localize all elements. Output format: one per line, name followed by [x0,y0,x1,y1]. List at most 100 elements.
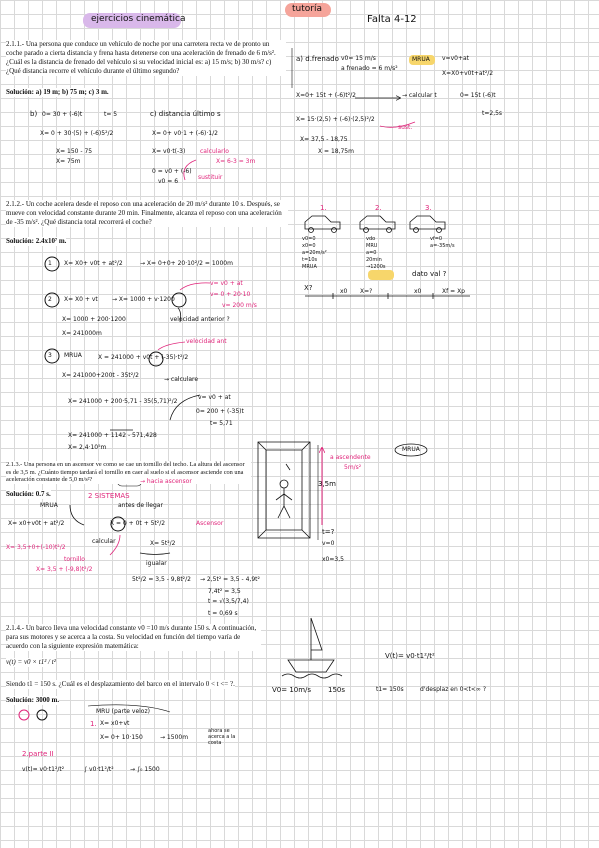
note-p3-mrua2: MRUA [402,446,420,453]
note-p4-t150: 150s [328,686,346,694]
note-step2b: → X= 1000 + v·1200 [112,296,175,303]
note-p3-eq5: 7,4t² = 3,5 [208,588,241,595]
s1200-highlight [368,270,394,280]
note-p2-n1: 1. [320,204,327,212]
note-c-label: c) distancia último s [150,110,221,118]
note-p4-part1: 1. [90,720,97,728]
problem2-solution: Solución: 2.4x10⁷ m. [6,237,67,246]
note-p3-arrow2: 5m/s² [344,464,362,471]
note-p4-mru2: X= 0+ 10·150 [100,734,143,741]
note-step3f: v= v0 + at [198,394,231,401]
note-step3: MRUA [64,352,82,359]
note-b-res: X= 75m [56,158,81,165]
problem3-statement: 2.1.3.- Una persona en un ascensor ve co… [6,461,251,484]
note-p3-eq1: X= x0+v0t + at²/2 [8,520,65,527]
note-p4-t1: t1= 150s [376,686,404,693]
note-p2-x0b: x0 [414,288,422,295]
note-a-acc: a frenado = 6 m/s² [341,65,398,72]
note-p4-mru4: ahora se acerca a la costa [208,728,236,746]
note-a-sub: X= 15·(2,5) + (-6)·(2,5)²/2 [296,116,375,123]
note-c-eq3: 0 = v0 + (-6) [152,168,192,175]
note-b-t: t= 5 [104,111,118,118]
note-b-num: X= 150 - 75 [56,148,93,155]
note-a-num: X= 37,5 - 18,75 [300,136,348,143]
note-p3-eq4: → 2,5t² = 3,5 - 4,9t² [200,576,260,583]
note-step3i: X= 241000 + 200·5,71 - 35(5,71)²/2 [68,398,178,405]
note-p2-xq2: X=? [360,288,373,295]
note-p4-mru3: → 1500m [160,734,189,741]
note-p3-tornillo: tornillo [64,556,85,563]
step3-circle-label: 3 [48,352,52,359]
note-p3-label: 2 SISTEMAS [88,492,130,500]
note-step2h: X= 241000m [62,330,102,337]
note-a-subnote: sust. [398,124,413,131]
note-b-label: b) [30,110,38,118]
note-p2-x0: x0 [340,288,348,295]
note-p3-asc: Ascensor [196,520,224,527]
note-step2f: velocidad anterior ? [170,316,230,323]
note-p3-x0: x0=3,5 [322,556,344,563]
note-p3-height: 3,5m [318,480,336,488]
note-step2e: v= 200 m/s [222,302,257,309]
note-step3c: velocidad ant [186,338,227,345]
note-p3-mrua: MRUA [40,502,58,509]
note-step3e: → calculare [164,376,199,383]
note-a-vel: v=v0+at [442,55,470,62]
note-a-tres: t=2,5s [482,110,503,117]
note-p3-eq6: t = √(3,5/7,4) [208,598,249,605]
car-icon-1 [304,215,341,233]
note-c-eq1: X= 0+ v0·1 + (-6)·1/2 [152,130,218,137]
note-a-eq: X=0+ 15t + (-6)t²/2 [296,92,356,99]
car-icon-2 [359,215,396,233]
note-c-eq2: X= v0·t(-3) [152,148,186,155]
note-p4-part2: 2.parte II [22,750,54,758]
problem1-solution: Solución: a) 19 m; b) 75 m; c) 3 m. [6,88,109,97]
note-p2-xf: Xf = Xp [442,288,465,295]
note-step2g: X= 1000 + 200·1200 [62,316,126,323]
note-step1b: → X= 0+0+ 20·10²/2 = 1000m [140,260,233,267]
elevator-drawing [257,441,311,539]
title-highlight [83,13,181,28]
tutoria-tag: tutoría [292,4,322,14]
problem4-statement: 2.1.4.- Un barco lleva una velocidad con… [6,624,261,651]
note-p3-calc: calcular [92,538,116,545]
note-b-eq: 0= 30 + (-6)t [42,111,83,118]
problem4-formula: v(t) = v0 × t1² / t² [6,658,56,667]
note-c-note: sustituir [198,174,223,181]
note-p4-desp: d'desplaz en 0<t<∞ ? [420,686,487,693]
car-icon-3 [409,215,446,233]
step1-circle-label: 1 [48,260,52,267]
note-a-res: X = 18,75m [318,148,354,155]
problem4-solution: Solución: 3000 m. [6,696,60,705]
note-p2-xq: X? [304,284,313,292]
mrua-highlight [409,55,435,65]
note-step2c: v= v0 + at [210,280,243,287]
note-a-teq: 0= 15t (-6)t [460,92,496,99]
note-p4-mru: MRU (parte veloz) [96,708,150,715]
note-b-sub: X= 0 + 30·(5) + (-6)5²/2 [40,130,114,137]
note-p2-dato: dato val ? [412,270,447,278]
note-p3-left2: X= 3,5 + (-9,8)t²/2 [36,566,93,573]
step2-circle-label: 2 [48,296,52,303]
note-a-mrua: MRUA [412,56,430,63]
note-step3g: 0= 200 + (-35)t [196,408,244,415]
note-p3-hasc: → hacia ascensor [140,478,192,485]
problem3-solution: Solución: 0.7 s. [6,490,51,499]
note-step2: X= X0 + vt [64,296,98,303]
tag-highlight [285,3,331,17]
note-p2-n3: 3. [425,204,432,212]
note-p3-eq2: X= 5t²/2 [150,540,176,547]
note-c-res: X= 6-3 = 3m [216,158,256,165]
note-step3b: X = 241000 + v0t + (-35)·t²/2 [98,354,189,361]
note-p3-tq: t=? [322,528,335,536]
note-p3-arrow: a ascendente [330,454,371,461]
note-c-calc: calcularlo [200,148,229,155]
note-p2-n2: 2. [375,204,382,212]
problem4-statement2: Siendo t1 = 150 s. ¿Cuál es el desplazam… [6,680,235,689]
note-a-v0: v0= 15 m/s [341,55,376,62]
note-p4-int2: ∫ v0·t1²/t² [84,766,114,773]
pink-arrow-1 [183,159,197,181]
